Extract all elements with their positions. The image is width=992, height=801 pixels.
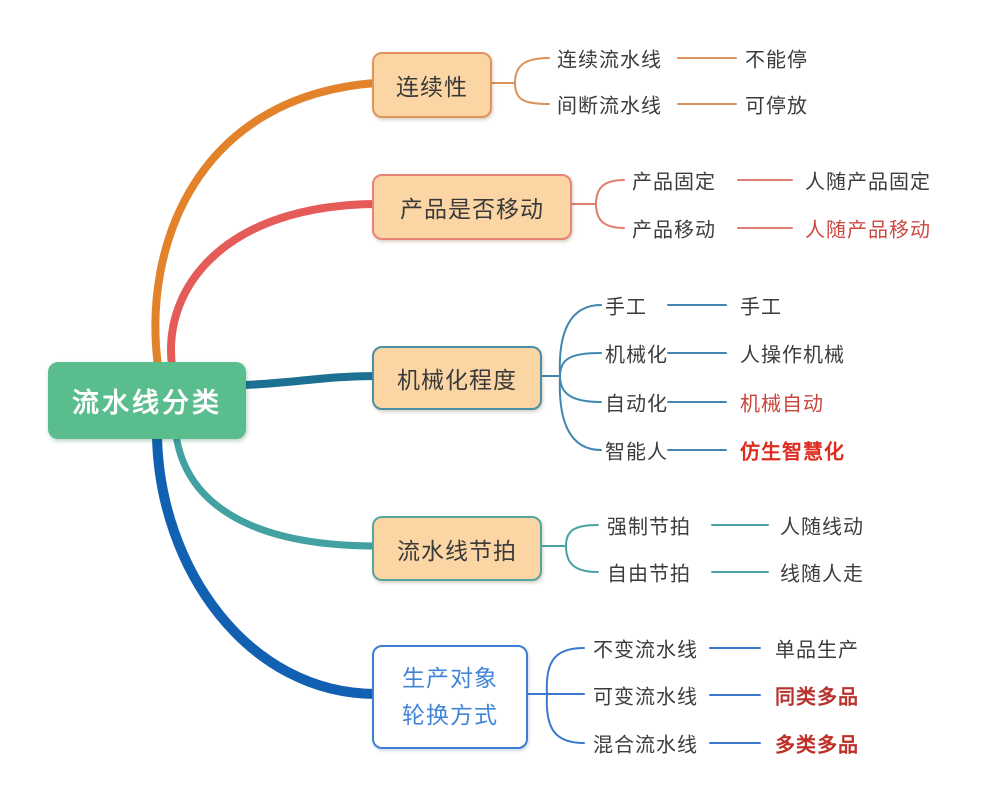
subtopic-node[interactable]: 间断流水线 [557,95,662,118]
subtopic-node[interactable]: 不变流水线 [593,639,698,662]
detail-node[interactable]: 人随产品移动 [805,219,931,242]
branch-3-connectors [537,304,727,451]
topic-label-line2: 轮换方式 [402,702,498,728]
subtopic-node[interactable]: 智能人 [605,441,668,464]
detail-node[interactable]: 可停放 [745,95,808,118]
subtopic-node[interactable]: 自由节拍 [607,563,691,586]
detail-node[interactable]: 多类多品 [775,734,859,757]
root-branch-curve-mechanization [241,372,380,389]
subtopic-node[interactable]: 产品固定 [632,171,716,194]
subtopic-node[interactable]: 可变流水线 [593,686,698,709]
branch-5-connectors [523,647,761,744]
detail-node[interactable]: 仿生智慧化 [740,441,845,464]
detail-node[interactable]: 人随产品固定 [805,171,931,194]
root-node[interactable]: 流水线分类 [48,362,246,439]
branch-1-connectors [487,57,737,105]
subtopic-node[interactable]: 混合流水线 [593,734,698,757]
root-branch-curve-takt [172,431,380,550]
topic-label: 流水线节拍 [397,537,517,564]
subtopic-node[interactable]: 手工 [605,296,647,319]
detail-node[interactable]: 单品生产 [775,639,859,662]
branch-4-connectors [537,524,769,573]
root-node-label: 流水线分类 [72,388,222,418]
topic-node-continuity[interactable]: 连续性 [372,52,492,118]
branch-2-connectors [567,179,793,229]
detail-node[interactable]: 机械自动 [740,393,824,416]
root-branch-curve-product-move [167,200,380,370]
detail-node[interactable]: 同类多品 [775,686,859,709]
topic-label-line1: 生产对象 [402,665,498,691]
root-branch-curve-continuity [151,79,380,370]
detail-node[interactable]: 不能停 [745,49,808,72]
topic-node-rotation[interactable]: 生产对象 轮换方式 [372,645,528,749]
subtopic-node[interactable]: 自动化 [605,393,668,416]
subtopic-node[interactable]: 强制节拍 [607,516,691,539]
topic-label: 产品是否移动 [400,196,544,222]
detail-node[interactable]: 人随线动 [780,516,864,539]
topic-label: 连续性 [396,74,468,100]
subtopic-node[interactable]: 产品移动 [632,219,716,242]
detail-node[interactable]: 线随人走 [780,563,864,586]
subtopic-node[interactable]: 连续流水线 [557,49,662,72]
detail-node[interactable]: 人操作机械 [740,344,845,367]
topic-node-takt[interactable]: 流水线节拍 [372,516,542,581]
topic-node-mechanization[interactable]: 机械化程度 [372,346,542,410]
subtopic-node[interactable]: 机械化 [605,344,668,367]
topic-node-product-move[interactable]: 产品是否移动 [372,174,572,240]
detail-node[interactable]: 手工 [740,296,782,319]
topic-label: 机械化程度 [397,367,517,393]
root-branch-curve-rotation [152,430,381,699]
